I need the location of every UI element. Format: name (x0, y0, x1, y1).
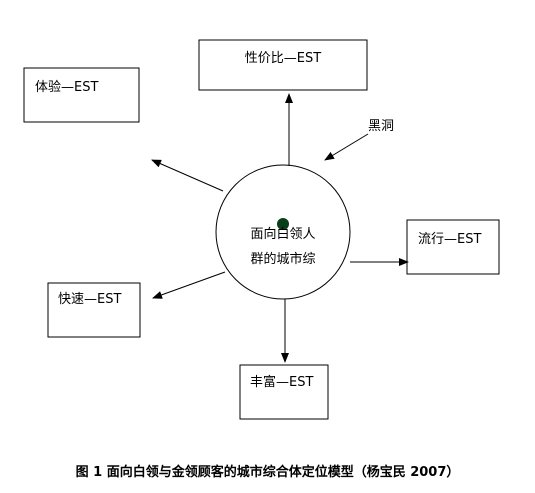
box-bottom-label: 丰富—EST (250, 374, 313, 390)
box-top-label: 性价比—EST (245, 51, 321, 66)
arrow-black-hole (324, 133, 369, 161)
center-label-line2: 群的城市综 (250, 251, 315, 267)
box-left-label: 快速—EST (58, 292, 121, 307)
arrow-to-left (152, 271, 226, 299)
figure-caption: 图 1 面向白领与金领顾客的城市综合体定位模型（杨宝民 2007） (75, 465, 460, 480)
center-dot (277, 218, 289, 230)
arrow-to-top-left (151, 159, 224, 192)
box-left: 快速—EST (47, 282, 141, 338)
box-top-left: 体验—EST (23, 67, 140, 123)
box-right-label: 流行—EST (418, 232, 481, 247)
box-bottom: 丰富—EST (239, 364, 329, 420)
center-label-line1: 面向白领人 (250, 226, 315, 242)
black-hole-label: 黑洞 (368, 119, 394, 134)
box-top-left-label: 体验—EST (35, 79, 98, 95)
center-circle: 面向白领人 群的城市综 (215, 164, 351, 300)
box-top: 性价比—EST (198, 39, 368, 91)
box-right: 流行—EST (406, 219, 500, 275)
